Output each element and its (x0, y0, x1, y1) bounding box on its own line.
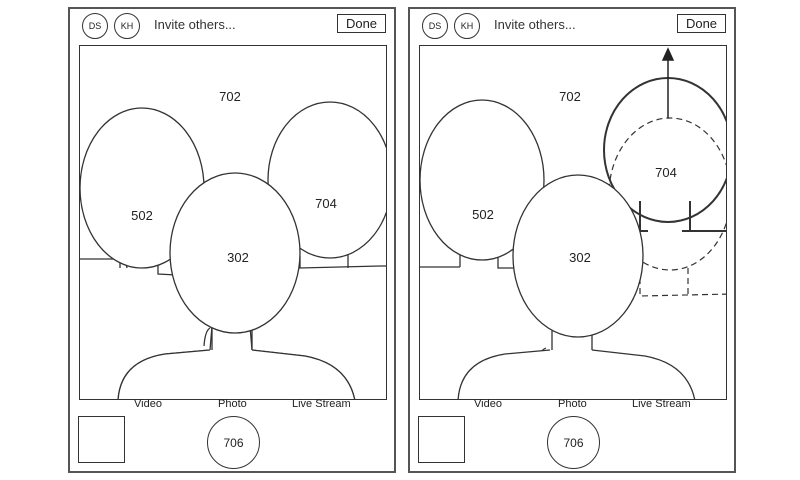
camera-viewfinder: 702 502 302 704 (79, 45, 387, 400)
avatar[interactable]: KH (114, 13, 140, 39)
subject-label-502: 502 (472, 207, 494, 222)
subject-label-502: 502 (131, 208, 153, 223)
subject-label-704: 704 (655, 165, 677, 180)
gallery-thumbnail[interactable] (78, 416, 125, 463)
subject-502 (420, 99, 545, 269)
viewfinder-scene: 702 502 302 704 (420, 47, 726, 399)
subject-302 (457, 174, 696, 399)
phone-screen-right: DS KH Invite others... Done (408, 7, 736, 473)
subject-704 (267, 101, 386, 269)
subject-label-302: 302 (569, 250, 591, 265)
scene-ref-label: 702 (559, 89, 581, 104)
mode-live-stream[interactable]: Live Stream (632, 398, 691, 410)
invite-others-link[interactable]: Invite others... (494, 17, 576, 32)
scene-ref-label: 702 (219, 89, 241, 104)
avatar[interactable]: KH (454, 13, 480, 39)
done-button[interactable]: Done (677, 14, 726, 33)
gallery-thumbnail[interactable] (418, 416, 465, 463)
mode-photo[interactable]: Photo (218, 398, 247, 410)
subject-302 (117, 172, 356, 399)
avatar[interactable]: DS (82, 13, 108, 39)
shutter-button[interactable]: 706 (547, 416, 600, 469)
move-up-arrow (661, 47, 675, 118)
camera-viewfinder: 702 502 302 704 (419, 45, 727, 400)
done-button[interactable]: Done (337, 14, 386, 33)
subject-label-302: 302 (227, 250, 249, 265)
viewfinder-scene: 702 502 302 704 (80, 89, 386, 399)
invite-others-link[interactable]: Invite others... (154, 17, 236, 32)
phone-screen-left: DS KH Invite others... Done (68, 7, 396, 473)
mode-video[interactable]: Video (134, 398, 162, 410)
shutter-button[interactable]: 706 (207, 416, 260, 469)
subject-label-704: 704 (315, 196, 337, 211)
mode-photo[interactable]: Photo (558, 398, 587, 410)
avatar[interactable]: DS (422, 13, 448, 39)
mode-live-stream[interactable]: Live Stream (292, 398, 351, 410)
mode-video[interactable]: Video (474, 398, 502, 410)
